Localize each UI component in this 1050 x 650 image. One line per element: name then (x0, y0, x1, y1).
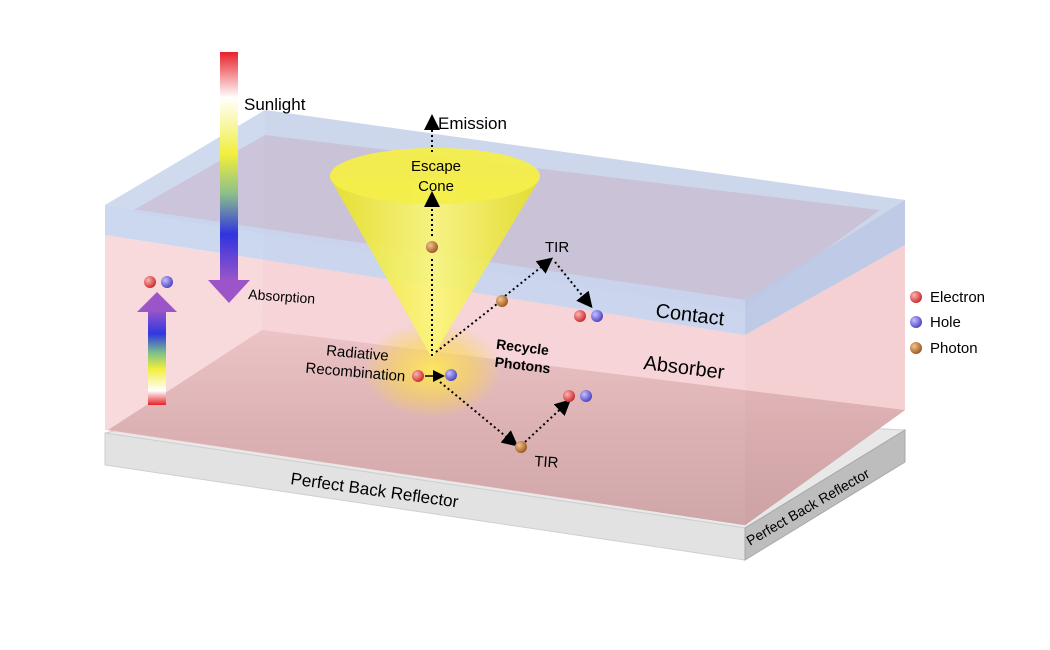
electron-contact (574, 310, 586, 322)
recombination-glow (362, 322, 502, 418)
electron-absorber (563, 390, 575, 402)
photon-paths (424, 114, 593, 447)
legend: Electron Hole Photon (910, 289, 985, 357)
svg-text:Photon: Photon (930, 340, 978, 357)
svg-text:Electron: Electron (930, 289, 985, 306)
hole-left (161, 276, 173, 288)
photon-tir-bottom (515, 441, 527, 453)
svg-text:Hole: Hole (930, 314, 961, 331)
photon-in-cone (426, 241, 438, 253)
sunlight-label: Sunlight (244, 95, 306, 114)
escape-cone-label-1: Escape (411, 158, 461, 175)
sunlight-arrow (208, 52, 250, 303)
absorption-label: Absorption (248, 286, 316, 307)
particles (144, 241, 603, 453)
hole-absorber (580, 390, 592, 402)
legend-item-photon: Photon (910, 340, 978, 357)
electron-left (144, 276, 156, 288)
hole-recombination (445, 369, 457, 381)
tir-bottom-label: TIR (534, 453, 559, 472)
legend-item-electron: Electron (910, 289, 985, 306)
emission-label: Emission (438, 114, 507, 133)
escape-cone-label-2: Cone (418, 178, 454, 195)
radiative-label-1: Radiative (325, 342, 389, 364)
tir-top-label: TIR (545, 239, 569, 256)
photon-recycle (496, 295, 508, 307)
legend-item-hole: Hole (910, 314, 961, 331)
hole-contact (591, 310, 603, 322)
upward-spectrum-arrow (137, 292, 177, 405)
escape-cone (330, 148, 540, 358)
electron-recombination (412, 370, 424, 382)
recycle-photons-label-2: Photons (494, 354, 552, 377)
recycle-photons-label-1: Recycle (495, 336, 550, 358)
